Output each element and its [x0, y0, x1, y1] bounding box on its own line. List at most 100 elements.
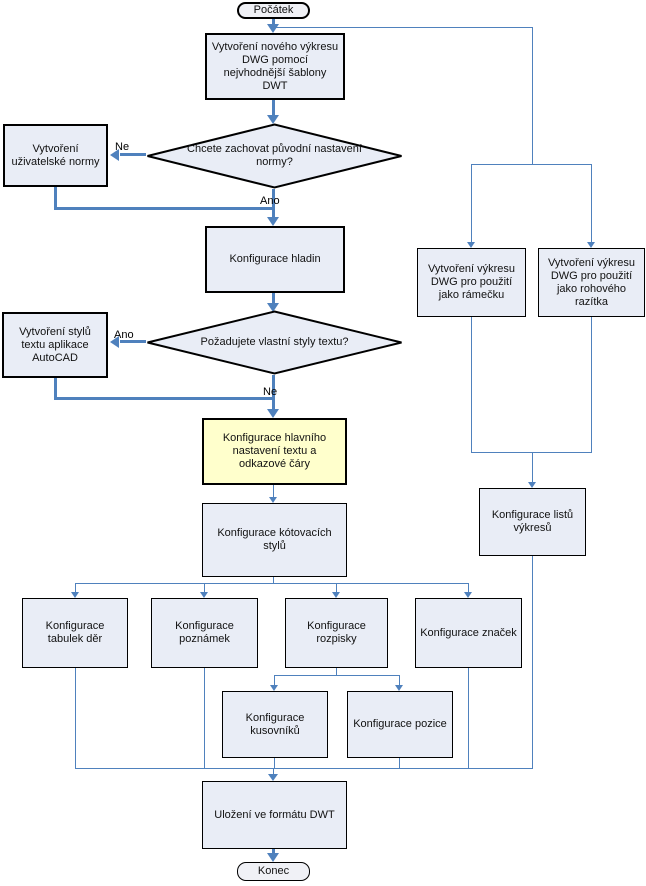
arrowhead-down: [270, 685, 278, 691]
node-label: Chcete zachovat původní nastavení normy?: [187, 143, 362, 168]
node-label: Konfigurace poznámek: [175, 620, 234, 645]
node-decision-keep-norm: Chcete zachovat původní nastavení normy?: [146, 123, 403, 189]
arrowhead-down: [269, 497, 277, 503]
connector-segment: [272, 100, 275, 117]
node-config-title-block: Konfigurace rozpisky: [285, 598, 388, 668]
node-label: Konfigurace značek: [420, 626, 517, 639]
connector-segment: [274, 675, 275, 686]
connector-segment: [272, 849, 275, 855]
connector-segment: [468, 583, 469, 593]
connector-segment: [532, 452, 533, 483]
node-label: Počátek: [253, 4, 294, 16]
node-label: Konfigurace kótovacích stylů: [217, 527, 332, 552]
node-end-terminator: Konec: [237, 862, 310, 881]
arrowhead-down: [267, 409, 279, 418]
connector-segment: [54, 207, 274, 210]
connector-segment: [272, 189, 275, 219]
node-config-balloons: Konfigurace pozice: [347, 691, 453, 758]
arrowhead-down: [267, 853, 279, 862]
arrowhead-left: [110, 336, 119, 348]
connector-segment: [471, 164, 472, 243]
connector-segment: [75, 768, 533, 769]
arrowhead-down: [587, 242, 595, 248]
node-label: Konfigurace hlavního nastavení textu a o…: [222, 432, 327, 470]
arrowhead-down: [467, 242, 475, 248]
connector-segment: [274, 27, 533, 28]
node-label: Vytvoření uživatelské normy: [11, 142, 100, 168]
arrowhead-down: [267, 303, 279, 312]
node-label: Konfigurace listů výkresů: [491, 509, 574, 534]
node-label: Uložení ve formátu DWT: [214, 808, 335, 821]
connector-segment: [471, 317, 472, 453]
connector-segment: [272, 19, 275, 27]
node-label: Konec: [257, 865, 290, 877]
connector-segment: [54, 377, 57, 400]
connector-segment: [532, 27, 533, 165]
node-label: Konfigurace rozpisky: [307, 620, 366, 645]
node-decision-text-styles: Požadujete vlastní styly textu?: [146, 310, 403, 375]
node-start-terminator: Počátek: [237, 2, 310, 19]
node-create-border-dwg: Vytvoření výkresu DWG pro použití jako r…: [417, 248, 526, 317]
node-label: Vytvoření výkresu DWG pro použití jako r…: [427, 263, 515, 301]
node-label: Vytvoření výkresu DWG pro použití jako r…: [547, 256, 635, 308]
arrowhead-down: [268, 774, 278, 781]
arrowhead-down: [332, 592, 340, 598]
connector-segment: [120, 340, 146, 343]
node-label: Konfigurace tabulek děr: [45, 620, 105, 645]
node-config-text-leader-highlighted: Konfigurace hlavního nastavení textu a o…: [202, 418, 347, 485]
connector-segment: [272, 375, 275, 411]
connector-segment: [336, 583, 337, 593]
node-label: Konfigurace kusovníků: [245, 711, 305, 737]
node-config-dim-styles: Konfigurace kótovacích stylů: [202, 503, 347, 577]
diamond-shape: [147, 123, 402, 189]
connector-segment: [272, 293, 275, 306]
connector-segment: [54, 186, 57, 210]
connector-segment: [468, 668, 469, 769]
connector-segment: [274, 758, 275, 769]
node-config-parts-lists: Konfigurace kusovníků: [222, 691, 328, 758]
node-create-dwg: Vytvoření nového výkresu DWG pomocí nejv…: [205, 33, 345, 100]
connector-segment: [532, 556, 533, 769]
node-label: Konfigurace pozice: [353, 718, 447, 730]
arrowhead-down: [267, 24, 279, 33]
node-config-sheets: Konfigurace listů výkresů: [479, 488, 586, 556]
connector-segment: [399, 675, 400, 686]
node-save-dwt: Uložení ve formátu DWT: [202, 781, 347, 849]
connector-segment: [399, 758, 400, 769]
connector-segment: [273, 768, 274, 776]
node-create-text-styles: Vytvoření stylů textu aplikace AutoCAD: [2, 312, 108, 378]
connector-segment: [204, 583, 205, 593]
connector-segment: [274, 675, 400, 676]
node-config-hole-tables: Konfigurace tabulek děr: [22, 598, 128, 668]
node-create-stamp-dwg: Vytvoření výkresu DWG pro použití jako r…: [538, 248, 645, 317]
arrowhead-down: [267, 115, 279, 124]
connector-segment: [471, 164, 592, 165]
arrowhead-down: [395, 685, 403, 691]
node-label: Vytvoření stylů textu aplikace AutoCAD: [19, 325, 91, 364]
diamond-shape: [147, 310, 402, 375]
edge-label-yes: Ano: [114, 329, 134, 341]
node-label: Konfigurace hladin: [229, 253, 321, 265]
connector-segment: [471, 452, 592, 453]
connector-segment: [273, 577, 274, 584]
connector-segment: [591, 317, 592, 453]
node-config-notes: Konfigurace poznámek: [151, 598, 258, 668]
edge-label-no: Ne: [115, 141, 130, 153]
connector-segment: [336, 668, 337, 676]
connector-segment: [120, 153, 146, 156]
edge-label-yes: Ano: [260, 195, 280, 207]
connector-segment: [75, 583, 469, 584]
connector-segment: [204, 668, 205, 769]
connector-segment: [75, 668, 76, 769]
arrowhead-down: [200, 592, 208, 598]
node-label: Vytvoření nového výkresu DWG pomocí nejv…: [211, 40, 339, 92]
node-create-user-norm: Vytvoření uživatelské normy: [3, 124, 108, 187]
connector-segment: [54, 397, 274, 400]
arrowhead-down: [528, 482, 536, 488]
arrowhead-down: [267, 217, 279, 226]
arrowhead-down: [464, 592, 472, 598]
arrowhead-down: [71, 592, 79, 598]
connector-segment: [273, 485, 274, 498]
edge-label-no: Ne: [263, 386, 278, 398]
